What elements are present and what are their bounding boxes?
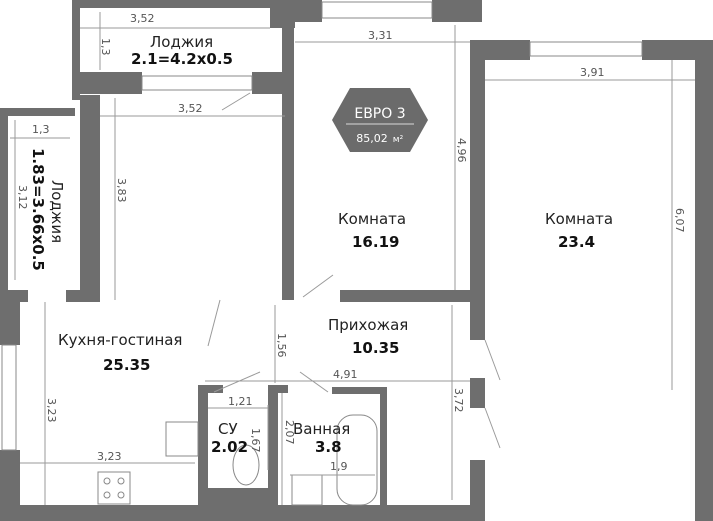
doors — [207, 92, 501, 449]
dim-label: 3,72 — [452, 388, 465, 413]
dim-label: 2,07 — [283, 420, 296, 445]
dim-label: 1,56 — [275, 333, 288, 358]
room-area-loggia-left: 1.83=3.66x0.5 — [29, 148, 47, 271]
badge-hexagon — [332, 88, 428, 152]
bath-sink — [291, 474, 323, 506]
room-name-loggia-left: Лоджия — [48, 180, 66, 243]
room-name-hallway: Прихожая — [328, 316, 408, 334]
dim-label: 1,9 — [330, 460, 348, 473]
room-area-wc: 2.02 — [211, 438, 248, 456]
badge-area: 85,02 — [356, 132, 388, 145]
fixtures — [97, 414, 378, 506]
dim-label: 3,52 — [130, 12, 155, 25]
room-name-room2: Комната — [545, 210, 613, 228]
dim-label: 3,83 — [115, 178, 128, 203]
badge-unit: м² — [393, 135, 404, 145]
stove — [97, 471, 131, 505]
dimension-labels: 3,52 1,3 3,52 3,83 1,3 3,12 3,31 4,96 3,… — [16, 12, 686, 473]
badge-title: ЕВРО 3 — [354, 106, 405, 122]
room-area-room2: 23.4 — [558, 233, 595, 251]
sink — [165, 421, 199, 457]
dim-label: 3,23 — [97, 450, 122, 463]
dim-label: 1,21 — [228, 395, 253, 408]
room-area-room1: 16.19 — [352, 233, 399, 251]
room-name-wc: СУ — [218, 420, 238, 438]
apartment-badge: ЕВРО 3 85,02 м² — [332, 88, 428, 152]
dim-label: 4,96 — [455, 138, 468, 163]
dim-label: 3,23 — [45, 398, 58, 423]
dim-label: 3,91 — [580, 66, 605, 79]
room-name-kitchen: Кухня-гостиная — [58, 331, 182, 349]
dimension-lines — [10, 12, 695, 505]
dim-label: 6,07 — [673, 208, 686, 233]
dim-label: 1,67 — [249, 428, 262, 453]
room-labels: Лоджия 2.1=4.2x0.5 Лоджия 1.83=3.66x0.5 … — [29, 33, 613, 456]
room-name-room1: Комната — [338, 210, 406, 228]
dim-label: 1,3 — [32, 123, 50, 136]
room-area-kitchen: 25.35 — [103, 356, 150, 374]
dim-label: 3,31 — [368, 29, 393, 42]
room-area-loggia-top: 2.1=4.2x0.5 — [131, 50, 233, 68]
dim-label: 3,12 — [16, 185, 29, 210]
room-name-loggia-top: Лоджия — [150, 33, 213, 51]
dim-label: 4,91 — [333, 368, 358, 381]
room-area-bathroom: 3.8 — [315, 438, 342, 456]
room-area-hallway: 10.35 — [352, 339, 399, 357]
room-name-bathroom: Ванная — [293, 420, 350, 438]
windows — [1, 1, 643, 451]
toilet — [232, 444, 260, 486]
bathtub — [336, 414, 378, 506]
dim-label: 3,52 — [178, 102, 203, 115]
dim-label: 1,3 — [99, 38, 112, 56]
